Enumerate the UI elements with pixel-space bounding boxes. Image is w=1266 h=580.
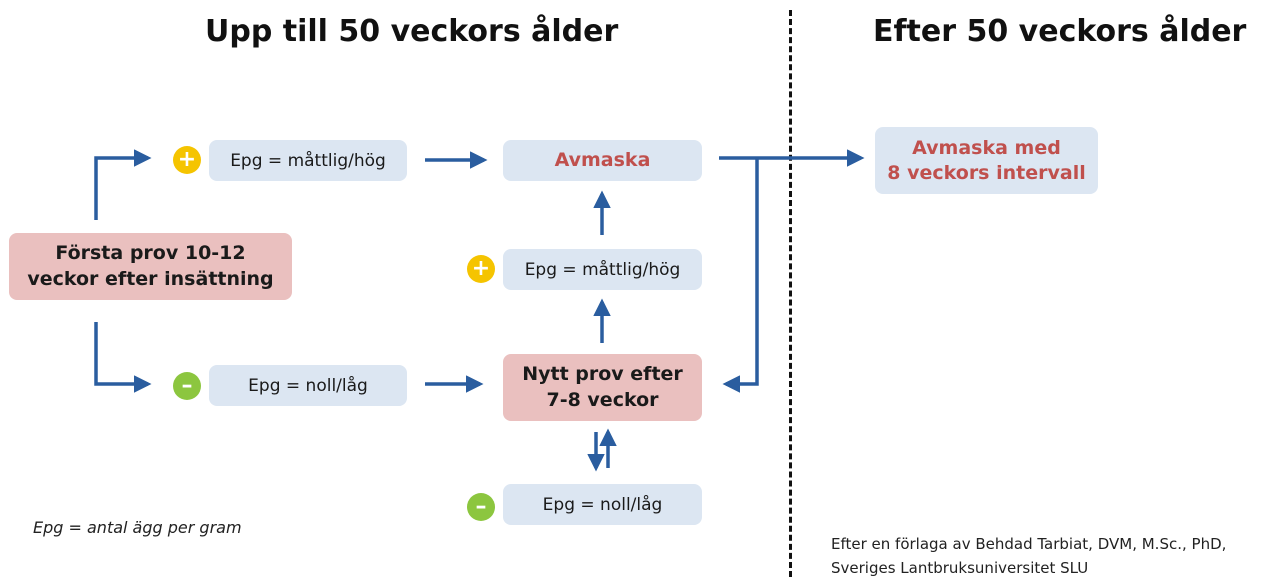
- epg-high-top-box: Epg = måttlig/hög: [209, 140, 407, 181]
- credit-line-2: Sveriges Lantbruksuniversitet SLU: [831, 559, 1089, 577]
- plus-icon: +: [173, 146, 201, 174]
- arrow-loop-back-to-nytt-prov: [722, 158, 759, 393]
- plus-icon: +: [467, 255, 495, 283]
- credit-line-1: Efter en förlaga av Behdad Tarbiat, DVM,…: [831, 535, 1227, 553]
- title-after-50-weeks: Efter 50 veckors ålder: [873, 14, 1247, 49]
- arrow-start-to-minus-branch: [94, 322, 152, 393]
- dashed-divider: [789, 10, 792, 577]
- credit-note: Efter en förlaga av Behdad Tarbiat, DVM,…: [831, 532, 1226, 580]
- epg-low-bottom-box: Epg = noll/låg: [503, 484, 702, 525]
- first-test-box: Första prov 10-12 veckor efter insättnin…: [9, 233, 292, 300]
- new-test-line-1: Nytt prov efter: [522, 362, 683, 385]
- minus-icon: –: [467, 493, 495, 521]
- avmaska-interval-line-2: 8 veckors intervall: [887, 161, 1086, 184]
- minus-icon: –: [173, 372, 201, 400]
- avmaska-box: Avmaska: [503, 140, 702, 181]
- epg-legend-note: Epg = antal ägg per gram: [33, 518, 242, 537]
- new-test-box: Nytt prov efter 7-8 veckor: [503, 354, 702, 421]
- title-up-to-50-weeks: Upp till 50 veckors ålder: [205, 14, 619, 49]
- epg-low-left-box: Epg = noll/låg: [209, 365, 407, 406]
- first-test-line-2: veckor efter insättning: [27, 267, 274, 290]
- avmaska-interval-line-1: Avmaska med: [912, 136, 1061, 159]
- new-test-line-2: 7-8 veckor: [546, 388, 659, 411]
- avmaska-interval-box: Avmaska med 8 veckors intervall: [875, 127, 1098, 194]
- first-test-line-1: Första prov 10-12: [55, 241, 246, 264]
- epg-high-mid-box: Epg = måttlig/hög: [503, 249, 702, 290]
- arrow-start-to-plus-branch: [94, 149, 152, 220]
